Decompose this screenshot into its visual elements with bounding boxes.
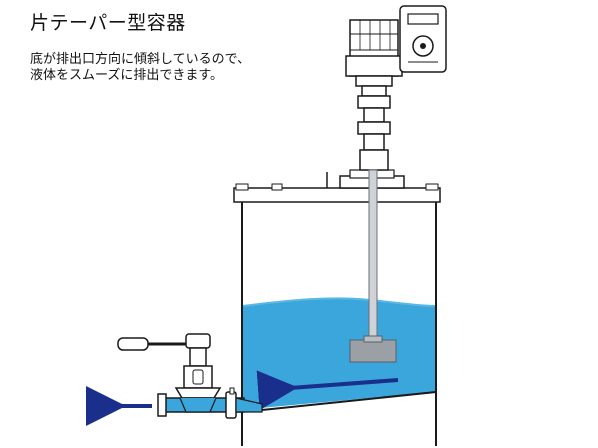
valve-handle	[117, 337, 149, 351]
lid-clamp-right	[425, 183, 439, 191]
diagram-title: 片テーパー型容器	[30, 12, 186, 34]
container-lid	[233, 187, 441, 203]
outlet-valve	[117, 333, 263, 419]
diagram-description: 底が排出口方向に傾斜しているので、 液体をスムーズに排出できます。	[30, 52, 250, 84]
flow-arrow-inside-icon	[256, 370, 399, 411]
description-line-1: 底が排出口方向に傾斜しているので、	[30, 52, 251, 67]
outlet-flange	[157, 393, 167, 417]
lid-clamp-left	[235, 183, 249, 191]
mixer	[345, 5, 447, 363]
liquid-surface	[242, 297, 436, 307]
container	[233, 169, 441, 446]
mixer-shaft	[368, 169, 378, 341]
lid-knob	[271, 183, 283, 191]
controller-display	[407, 13, 439, 25]
impeller	[349, 339, 397, 363]
description-line-2: 液体をスムーズに排出できます。	[30, 68, 224, 83]
liquid	[243, 298, 435, 408]
